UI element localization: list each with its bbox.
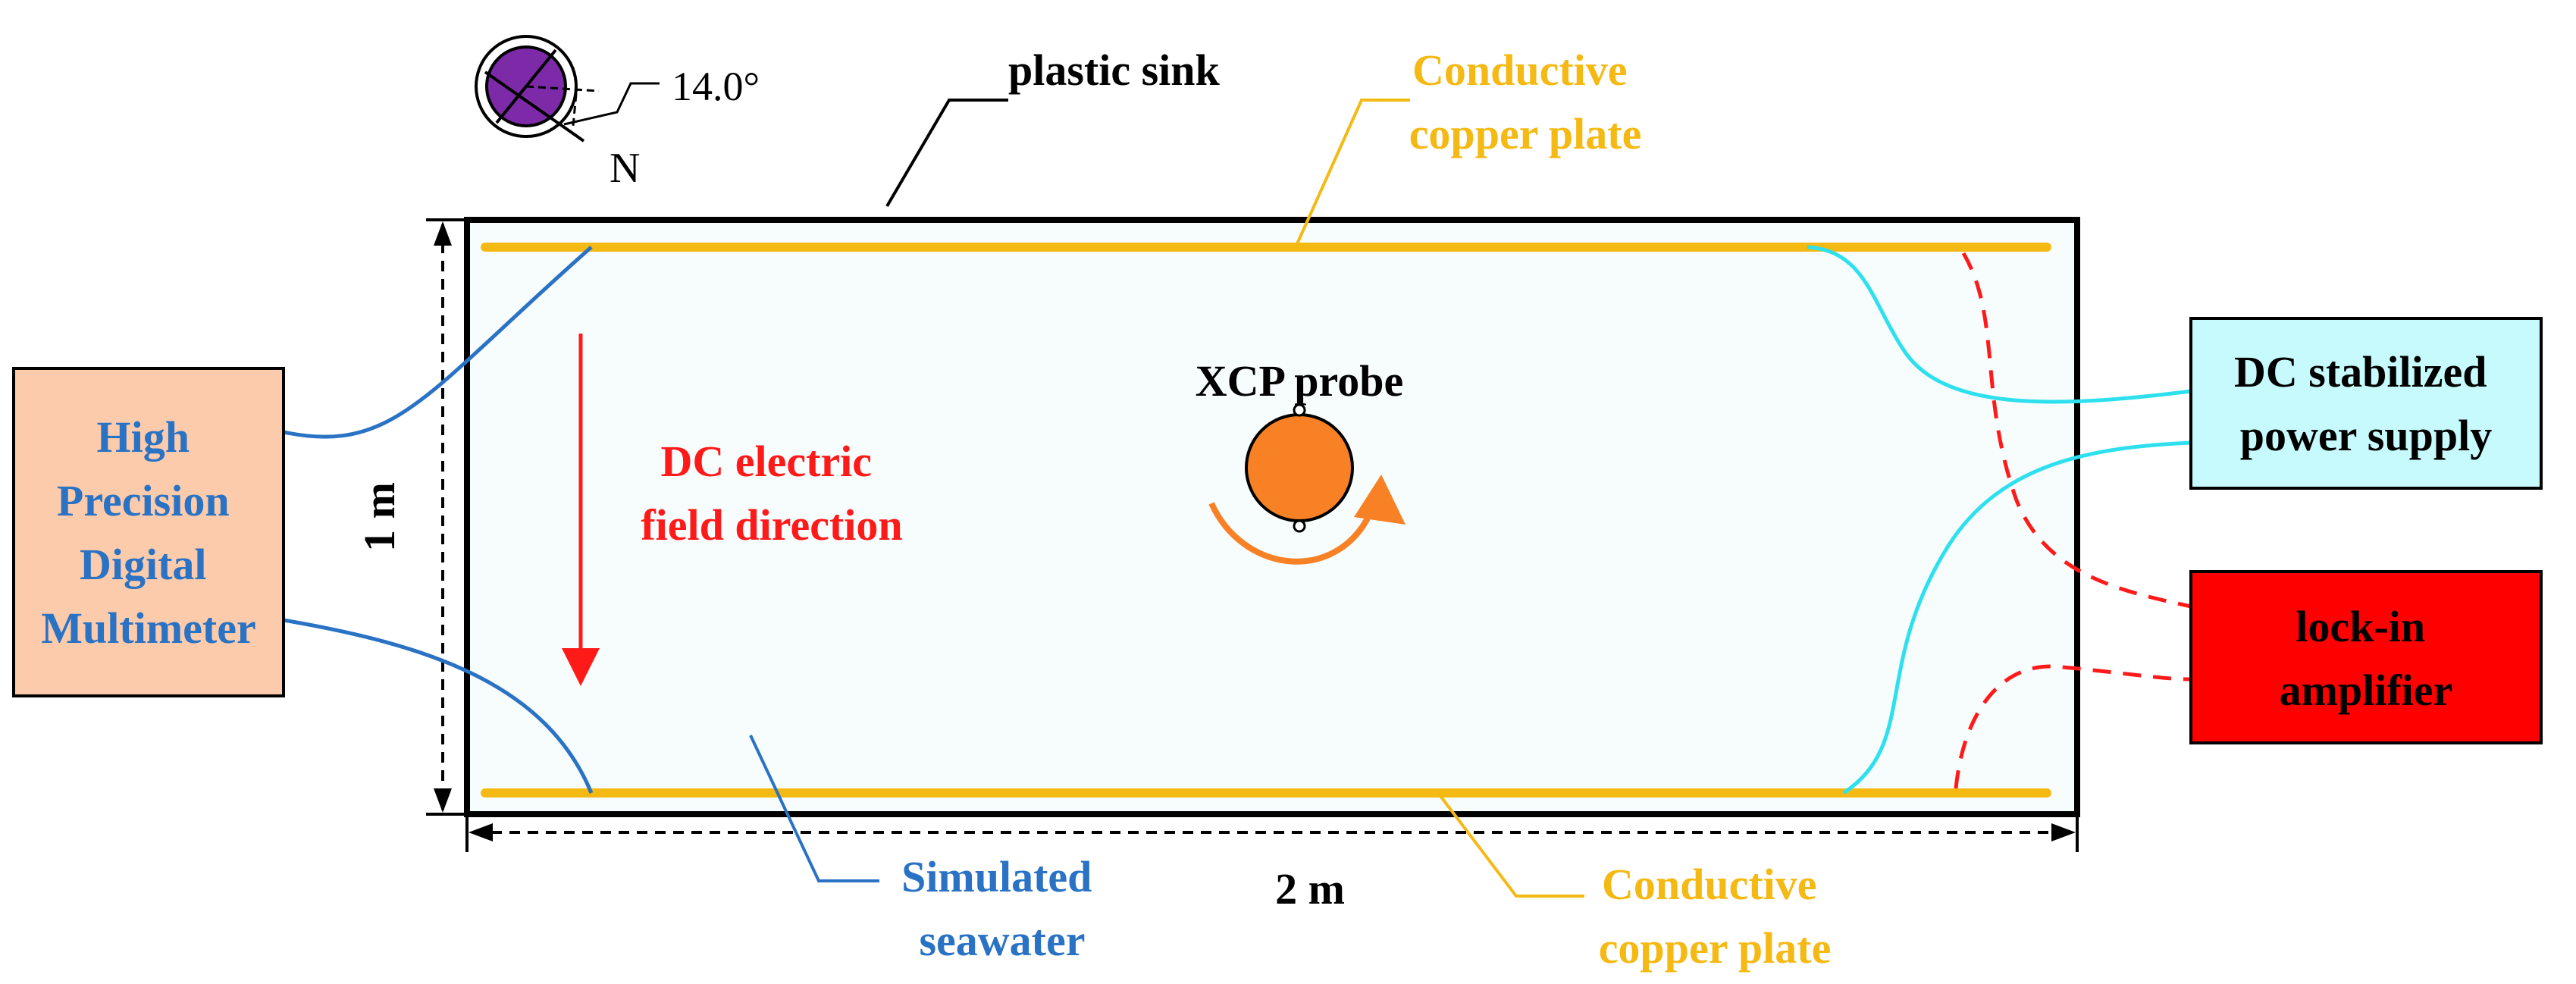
plastic-sink-leader — [885, 99, 1008, 208]
copper-plate-top-label-line2: copper plate — [1409, 109, 1642, 158]
power-wire-bottom — [1842, 440, 2192, 795]
lockin-label-line2: amplifier — [2280, 666, 2453, 715]
rotation-arrow — [1208, 502, 1372, 565]
rotation-arrow-head — [1354, 475, 1406, 525]
height-arrow-bottom — [434, 788, 452, 813]
seawater-label-line2: seawater — [919, 916, 1085, 965]
probe-top-ring — [1293, 403, 1306, 417]
compass-icon — [475, 35, 660, 143]
power-wire-top — [1807, 245, 2192, 404]
copper-plate-top-label: Conductive copper plate — [1409, 45, 1642, 158]
width-label: 2 m — [1275, 864, 1345, 913]
seawater-leader — [749, 735, 879, 882]
plastic-sink-label: plastic sink — [1008, 45, 1221, 95]
copper-plate-bottom-label-line1: Conductive — [1602, 860, 1817, 909]
probe-body — [1245, 413, 1354, 522]
power-supply-label-line2: power supply — [2240, 411, 2493, 460]
lockin-label-line1: lock-in — [2296, 602, 2425, 651]
multimeter-box — [12, 367, 285, 697]
multimeter-label-line4: Multimeter — [41, 603, 255, 653]
field-direction-label: DC electric field direction — [641, 437, 902, 550]
multimeter-label-line1: High — [97, 412, 190, 462]
compass-angle-label: 14.0° — [672, 64, 760, 109]
copper-plate-bottom-label-line2: copper plate — [1599, 923, 1832, 973]
power-supply-label-line1: DC stabilized — [2234, 347, 2487, 396]
width-arrow-left — [469, 823, 493, 841]
lockin-label: lock-in amplifier — [2280, 602, 2453, 715]
copper-plate-top-label-line1: Conductive — [1412, 45, 1628, 95]
probe-label: XCP probe — [1196, 356, 1403, 406]
power-supply-box — [2189, 317, 2543, 490]
multimeter-label-line2: Precision — [57, 476, 230, 525]
lockin-box — [2189, 570, 2543, 744]
width-arrow-right — [2051, 823, 2076, 841]
field-direction-label-line2: field direction — [641, 500, 902, 550]
height-label: 1 m — [355, 482, 404, 552]
copper-plate-bottom-leader — [1439, 794, 1584, 898]
multimeter-label-line3: Digital — [80, 540, 207, 589]
height-arrow-top — [434, 221, 452, 246]
plastic-sink — [464, 217, 2080, 817]
lockin-wire-top — [1961, 252, 2192, 609]
copper-plate-top-leader — [1295, 99, 1410, 246]
power-supply-label: DC stabilized power supply — [2234, 347, 2498, 460]
lockin-wire-bottom — [1954, 664, 2192, 789]
field-direction-label-line1: DC electric — [660, 437, 872, 486]
multimeter-label: High Precision Digital Multimeter — [41, 412, 255, 653]
copper-plate-bottom-label: Conductive copper plate — [1599, 860, 1832, 973]
multimeter-wire-top — [283, 246, 593, 439]
north-label: N — [610, 145, 640, 192]
seawater-label-line1: Simulated — [901, 852, 1092, 901]
multimeter-wire-bottom — [283, 618, 594, 794]
probe-bottom-ring — [1293, 519, 1306, 533]
seawater-label: Simulated seawater — [901, 852, 1103, 965]
